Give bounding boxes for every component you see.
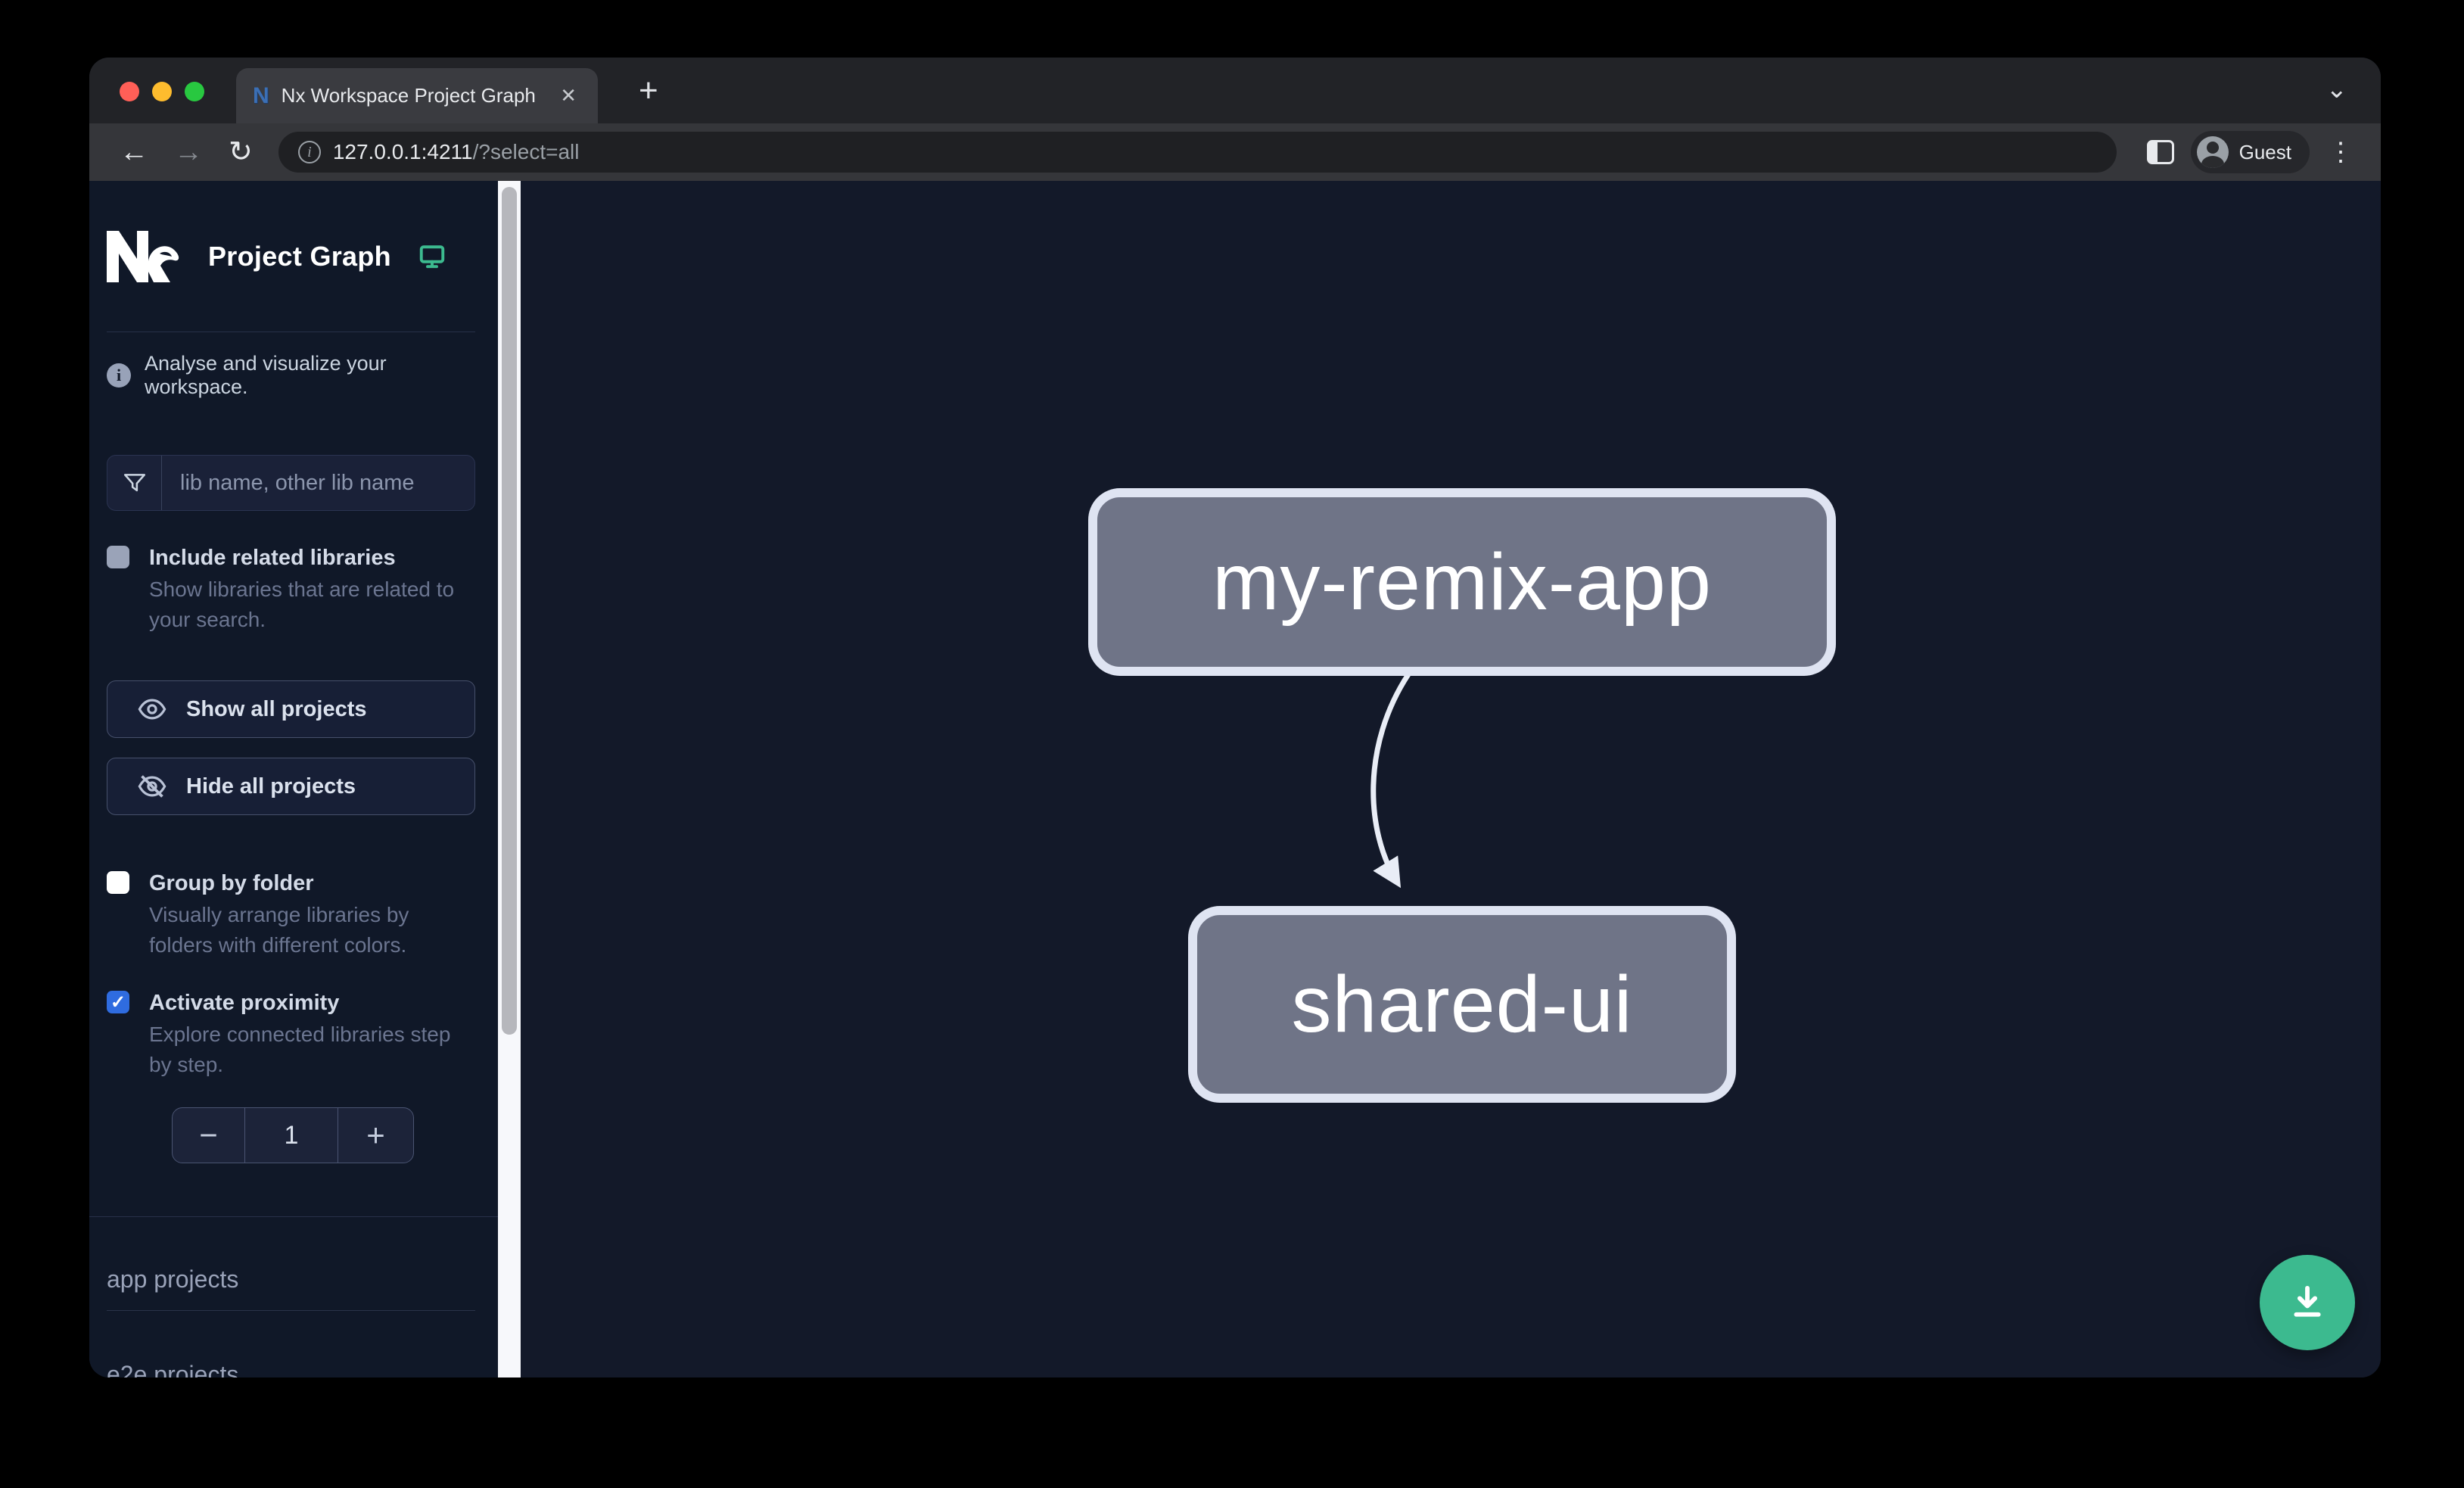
show-all-projects-label: Show all projects [186, 696, 367, 721]
forward-button[interactable]: → [174, 136, 203, 168]
profile-label: Guest [2238, 140, 2291, 163]
edge-my-remix-app-to-shared-ui [1370, 673, 1411, 889]
activate-proximity-label[interactable]: Activate proximity [149, 991, 340, 1015]
hide-all-projects-label: Hide all projects [186, 774, 356, 798]
nx-logo [107, 230, 179, 282]
sidebar-header: Project Graph [107, 181, 475, 332]
avatar [2196, 136, 2229, 168]
chevron-down-icon[interactable]: ⌄ [2326, 75, 2348, 104]
reload-button[interactable]: ↻ [229, 136, 253, 168]
url-path: /?select=all [472, 140, 580, 163]
zoom-window-button[interactable] [185, 82, 204, 101]
stepper-increment-button[interactable]: + [338, 1108, 413, 1163]
group-by-folder-description: Visually arrange libraries by folders wi… [149, 903, 409, 957]
group-by-folder-checkbox[interactable] [107, 871, 129, 894]
filter-input[interactable] [162, 456, 474, 510]
include-related-checkbox-row: Include related libraries Show libraries… [107, 543, 475, 635]
download-icon [2294, 1285, 2321, 1317]
profile-button[interactable]: Guest [2190, 131, 2310, 173]
browser-menu-icon[interactable]: ⋮ [2328, 138, 2354, 167]
tagline-text: Analyse and visualize your workspace. [145, 352, 387, 398]
site-info-icon[interactable]: i [297, 141, 321, 163]
activate-proximity-checkbox[interactable]: ✓ [107, 991, 129, 1013]
sidebar: Project Graph i Analyse and visualize yo… [89, 181, 498, 1377]
monitor-icon [419, 244, 445, 268]
download-graph-button[interactable] [2260, 1255, 2355, 1350]
window-controls [120, 82, 204, 101]
side-panel-icon[interactable] [2146, 140, 2174, 164]
include-related-description: Show libraries that are related to your … [149, 577, 455, 631]
group-by-folder-label[interactable]: Group by folder [149, 871, 314, 895]
page-content: Project Graph i Analyse and visualize yo… [89, 181, 2381, 1377]
browser-window: N Nx Workspace Project Graph ✕ + ⌄ ← → ↻… [89, 58, 2381, 1377]
show-all-projects-button[interactable]: Show all projects [107, 680, 475, 738]
sidebar-scrollbar-thumb[interactable] [502, 187, 517, 1035]
info-icon: i [107, 363, 131, 388]
graph-canvas[interactable]: my-remix-app shared-ui [521, 181, 2381, 1377]
tab-close-icon[interactable]: ✕ [560, 84, 577, 107]
nx-favicon-icon: N [253, 82, 269, 108]
filter-box [107, 455, 475, 511]
sidebar-divider [89, 1216, 498, 1217]
address-bar[interactable]: i 127.0.0.1:4211/?select=all [278, 132, 2117, 173]
eye-off-icon [138, 775, 166, 798]
group-by-folder-checkbox-row: Group by folder Visually arrange librari… [107, 868, 475, 960]
filter-icon [107, 456, 162, 510]
activate-proximity-checkbox-row: ✓ Activate proximity Explore connected l… [107, 988, 475, 1080]
back-button[interactable]: ← [120, 136, 148, 168]
graph-node-shared-ui[interactable]: shared-ui [1188, 906, 1736, 1103]
section-app-projects[interactable]: app projects [107, 1265, 475, 1311]
section-e2e-projects[interactable]: e2e projects [107, 1361, 475, 1377]
proximity-stepper: − 1 + [172, 1107, 414, 1163]
stepper-value: 1 [284, 1120, 299, 1150]
stepper-decrement-button[interactable]: − [173, 1108, 245, 1163]
minimize-window-button[interactable] [152, 82, 172, 101]
eye-icon [138, 699, 166, 720]
url-text: 127.0.0.1:4211/?select=all [333, 140, 580, 164]
browser-toolbar: ← → ↻ i 127.0.0.1:4211/?select=all Guest… [89, 123, 2381, 181]
close-window-button[interactable] [120, 82, 139, 101]
graph-node-my-remix-app[interactable]: my-remix-app [1088, 488, 1836, 676]
include-related-label[interactable]: Include related libraries [149, 546, 396, 570]
url-host: 127.0.0.1:4211 [332, 140, 473, 163]
tab-strip: N Nx Workspace Project Graph ✕ + ⌄ [89, 58, 2381, 123]
tagline: i Analyse and visualize your workspace. [107, 352, 475, 399]
tab-title: Nx Workspace Project Graph [281, 84, 536, 107]
activate-proximity-description: Explore connected libraries step by step… [149, 1023, 451, 1076]
include-related-checkbox[interactable] [107, 546, 129, 568]
hide-all-projects-button[interactable]: Hide all projects [107, 758, 475, 815]
new-tab-button[interactable]: + [639, 72, 658, 109]
sidebar-scrollbar[interactable] [498, 181, 521, 1377]
tab-nx-workspace-project-graph[interactable]: N Nx Workspace Project Graph ✕ [236, 68, 598, 123]
app-title: Project Graph [208, 240, 391, 272]
